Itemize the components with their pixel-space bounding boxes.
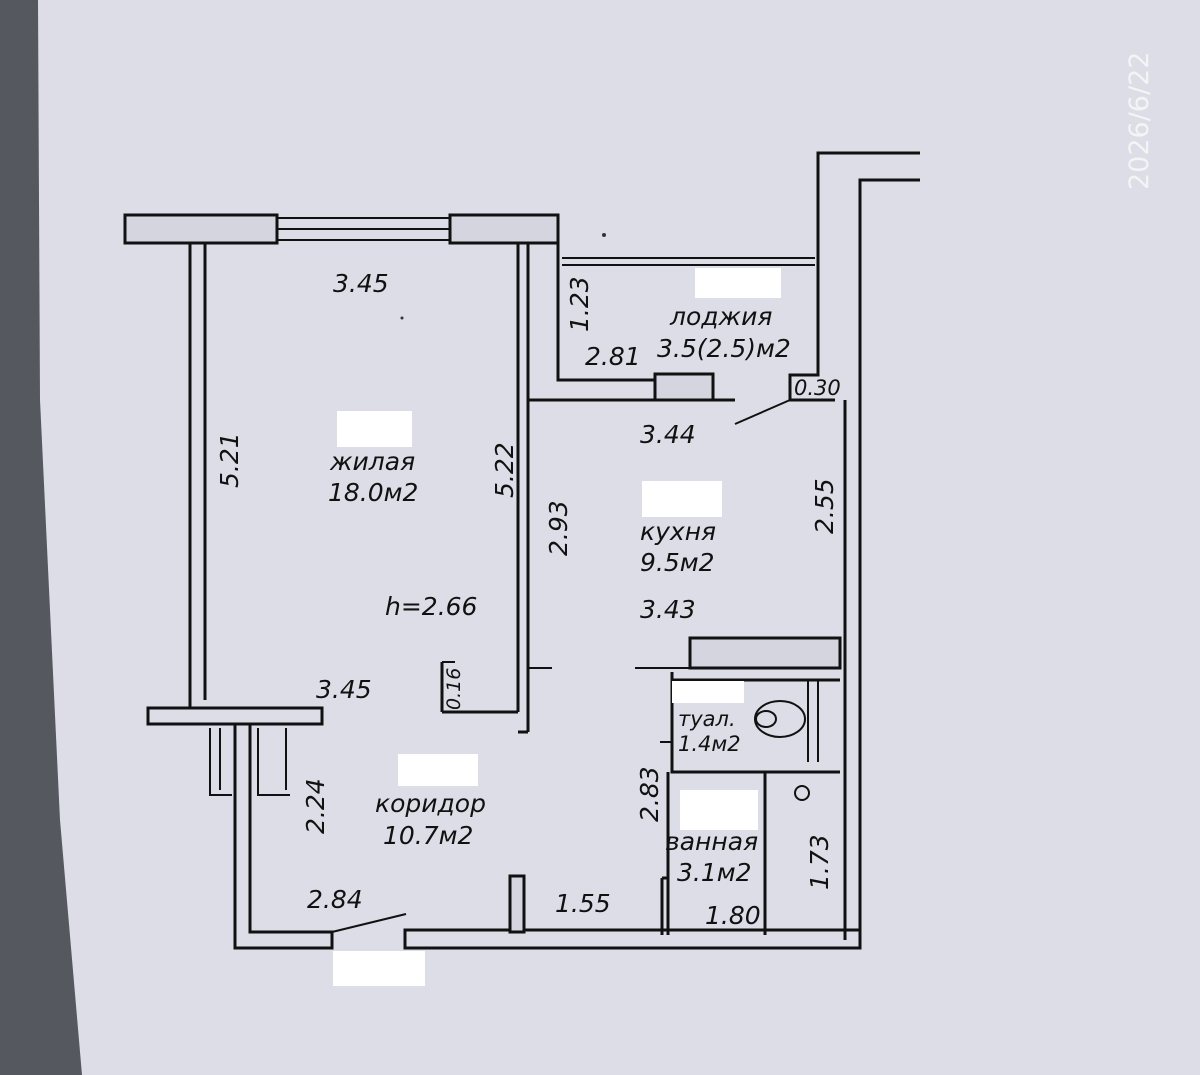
entry-door-line	[331, 913, 407, 933]
living-area: 18.0м2	[328, 478, 418, 507]
loggia-door-block	[653, 372, 715, 402]
dim-loggia-corner: 0.30	[794, 376, 841, 400]
dim-living-right: 5.22	[490, 442, 519, 498]
corridor-area: 10.7м2	[383, 821, 473, 850]
dim-kitchen-right: 2.55	[810, 478, 839, 534]
dim-loggia-depth: 1.23	[565, 276, 594, 332]
redaction-kitchen	[642, 481, 722, 517]
walls	[123, 151, 920, 950]
wall-kitchen-partition	[688, 636, 842, 670]
dim-kitchen-left: 2.93	[544, 500, 573, 556]
redaction-toilet	[672, 681, 744, 703]
bath-drain	[794, 785, 810, 801]
wall-corridor-pillar	[508, 874, 526, 934]
redaction-corridor	[398, 754, 478, 786]
dim-bath-right: 1.73	[805, 834, 834, 890]
dim-wall-stub: 0.16	[443, 668, 465, 710]
bath-area: 3.1м2	[677, 858, 752, 887]
wall-top-left-block	[123, 213, 279, 245]
toilet-area: 1.4м2	[678, 732, 741, 756]
dim-living-bottom: 3.45	[316, 675, 372, 704]
dim-bath-bottom: 1.80	[705, 901, 761, 930]
redaction-living	[337, 411, 412, 447]
dim-kitchen-top: 3.44	[640, 420, 696, 449]
wall-corridor-bottom	[403, 928, 862, 950]
wall-corridor-niche	[209, 728, 290, 796]
kitchen-area: 9.5м2	[640, 548, 715, 577]
loggia-name: лоджия	[669, 302, 772, 331]
dim-kitchen-bottom: 3.43	[640, 595, 696, 624]
wall-living-left	[188, 243, 207, 708]
dim-bath-left: 2.83	[635, 766, 664, 822]
wall-toilet-right	[807, 680, 819, 762]
wall-loggia-left	[556, 215, 655, 382]
kitchen-name: кухня	[640, 517, 716, 546]
toilet-name: туал.	[678, 707, 736, 731]
wall-loggia-right	[788, 151, 920, 402]
wall-corridor-left	[233, 724, 334, 950]
ceiling-height: h=2.66	[385, 592, 477, 621]
dim-corridor-bottom-left: 2.84	[307, 885, 363, 914]
room-labels: жилая 18.0м2 кухня 9.5м2 лоджия 3.5(2.5)…	[328, 268, 791, 986]
bath-name: ванная	[665, 827, 758, 856]
pencil-mark-2	[400, 316, 404, 320]
loggia-area: 3.5(2.5)м2	[657, 334, 791, 363]
redaction-entry	[333, 951, 425, 986]
dim-loggia-width: 2.81	[585, 342, 641, 371]
wall-living-bottom	[146, 706, 324, 726]
wall-toilet	[670, 672, 840, 774]
photo-timestamp: 2026/6/22	[1124, 52, 1155, 190]
living-name: жилая	[329, 447, 415, 476]
dimension-labels: 3.45 5.21 5.22 3.45 0.16 1.23 2.81 0.30 …	[215, 269, 841, 930]
dim-corridor-bottom-right: 1.55	[555, 889, 611, 918]
redaction-bath	[680, 790, 758, 830]
redaction-loggia	[695, 268, 781, 298]
pencil-mark	[602, 233, 606, 237]
wall-kitchen	[528, 398, 847, 940]
dim-living-left: 5.21	[215, 432, 244, 488]
dim-living-top: 3.45	[333, 269, 389, 298]
paper-sheet	[38, 0, 1200, 1075]
wall-bath-left	[660, 772, 670, 935]
corridor-name: коридор	[375, 789, 486, 818]
toilet-bowl	[755, 710, 777, 728]
kitchen-door-line	[734, 399, 791, 425]
wall-top-right-block	[448, 213, 560, 245]
dim-corridor-left: 2.24	[301, 778, 330, 834]
